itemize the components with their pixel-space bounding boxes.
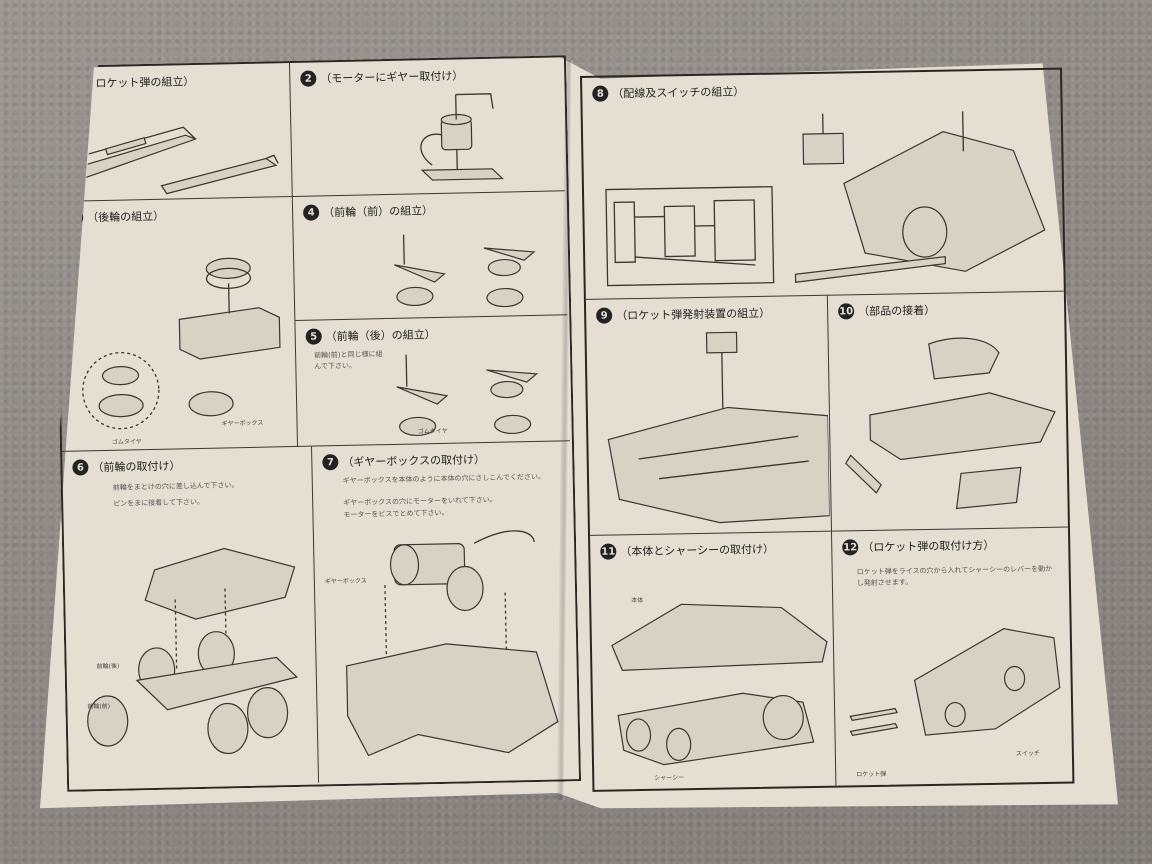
step-8-header: 8 （配線及スイッチの組立） xyxy=(592,83,744,102)
label-gomtire: ゴムタイヤ xyxy=(111,438,142,446)
left-page: 1 （ロケット弾の組立） 2 （モーターにギヤー取付け） 3 xyxy=(52,55,581,792)
step-2-panel: 2 （モーターにギヤー取付け） xyxy=(290,57,565,197)
rocket-illustration xyxy=(65,103,287,198)
step-12-text: ロケット弾をライスの穴から入れてシャーシーのレバーを動かし発射させます。 xyxy=(856,564,1053,588)
step-5-panel: 5 （前輪（後）の組立） 前輪(前)と同じ様に組んで下さい。 ゴムタイヤ xyxy=(295,315,570,447)
step-4-header: 4 （前輪（前）の組立） xyxy=(303,202,433,221)
step-title: （前輪の取付け） xyxy=(92,459,181,475)
step-title: （ロケット弾の組立） xyxy=(84,75,195,91)
step-12-panel: 12 （ロケット弾の取付け方） ロケット弾をライスの穴から入れてシャーシーのレバ… xyxy=(832,528,1072,786)
label-gearbox: ギヤーボックス xyxy=(221,419,264,428)
label-chassis: シャーシー xyxy=(654,774,685,782)
step-11-header: 11 （本体とシャーシーの取付け） xyxy=(600,541,774,560)
step-8-panel: 8 （配線及スイッチの組立） xyxy=(582,69,1064,300)
gearbox-mount-illustration xyxy=(324,521,569,776)
step-1-panel: 1 （ロケット弾の組立） xyxy=(54,63,293,202)
step-number: 12 xyxy=(842,539,859,556)
step-title: （前輪（前）の組立） xyxy=(322,204,434,220)
step-6-panel: 6 （前輪の取付け） 前輪をまとけの穴に差し込んで下さい。 ピンをまに接着して下… xyxy=(62,447,319,788)
wiring-diagram xyxy=(605,186,775,287)
right-page: 8 （配線及スイッチの組立） 9 （ロケット弾発射装置の組立） xyxy=(580,67,1075,792)
step-number: 2 xyxy=(300,70,316,86)
step-9-header: 9 （ロケット弾発射装置の組立） xyxy=(596,305,770,324)
step-5-header: 5 （前輪（後）の組立） xyxy=(306,326,436,345)
step-11-panel: 11 （本体とシャーシーの取付け） 本体 シャーシー xyxy=(590,531,837,790)
label-motor-gearbox: ギヤーボックス xyxy=(324,577,367,586)
step-title: （ギヤーボックスの取付け） xyxy=(342,453,486,470)
step-number: 8 xyxy=(592,85,609,102)
step-10-header: 10 （部品の接着） xyxy=(838,302,935,320)
step-6-header: 6 （前輪の取付け） xyxy=(72,457,180,475)
step-2-header: 2 （モーターにギヤー取付け） xyxy=(300,67,463,86)
launcher-illustration xyxy=(607,331,830,524)
step-7-panel: 7 （ギヤーボックスの取付け） ギヤーボックスを本体のように本体の穴にさしこんで… xyxy=(312,441,577,782)
parts-bonding-illustration xyxy=(845,337,1056,510)
front-wheel-rear-illustration xyxy=(386,343,563,442)
front-wheel-front-illustration xyxy=(383,221,560,315)
step-12-header: 12 （ロケット弾の取付け方） xyxy=(842,537,994,556)
label-rocket: ロケット弾 xyxy=(856,770,887,779)
step-title: （本体とシャーシーの取付け） xyxy=(620,542,775,559)
front-wheel-mount-illustration xyxy=(74,527,314,782)
step-6-text-1: 前輪をまとけの穴に差し込んで下さい。 xyxy=(112,481,239,492)
step-7-text-1: ギヤーボックスを本体のように本体の穴にさしこんでください。 xyxy=(342,472,546,486)
step-title: （ロケット弾発射装置の組立） xyxy=(616,306,771,323)
step-title: （モーターにギヤー取付け） xyxy=(320,69,464,86)
step-7-header: 7 （ギヤーボックスの取付け） xyxy=(322,451,485,470)
step-number: 10 xyxy=(838,303,855,320)
body-chassis-illustration xyxy=(611,603,828,766)
step-title: （ロケット弾の取付け方） xyxy=(862,538,995,555)
step-number: 9 xyxy=(596,307,613,324)
label-switch: スイッチ xyxy=(1015,750,1040,758)
step-number: 11 xyxy=(600,543,617,560)
step-number: 4 xyxy=(303,204,319,220)
step-10-panel: 10 （部品の接着） xyxy=(827,291,1068,532)
step-number: 7 xyxy=(322,454,338,470)
label-front-wheel-rear: 前輪(後) xyxy=(96,662,120,671)
motor-gear-illustration xyxy=(401,88,553,191)
rocket-mount-illustration xyxy=(849,628,1061,737)
label-gomtire-2: ゴムタイヤ xyxy=(417,427,448,436)
label-body: 本体 xyxy=(631,596,644,605)
step-3-panel: 3 （後輪の組立） ギヤーボックス ゴムタイヤ xyxy=(57,197,298,452)
rear-wheel-illustration xyxy=(78,237,292,441)
switch-assembly-illustration xyxy=(794,111,1046,283)
step-title: （部品の接着） xyxy=(858,303,936,319)
step-4-panel: 4 （前輪（前）の組立） xyxy=(293,191,568,321)
step-6-text-2: ピンをまに接着して下さい。 xyxy=(113,497,205,508)
step-number: 5 xyxy=(306,328,322,344)
step-9-panel: 9 （ロケット弾発射装置の組立） xyxy=(585,295,832,536)
label-front-wheel-front: 前輪(前) xyxy=(87,702,111,711)
step-title: （前輪（後）の組立） xyxy=(325,328,436,344)
step-title: （後輪の組立） xyxy=(87,209,165,225)
step-title: （配線及スイッチの組立） xyxy=(612,85,745,101)
step-5-text: 前輪(前)と同じ様に組んで下さい。 xyxy=(314,350,383,371)
step-number: 6 xyxy=(72,459,88,475)
